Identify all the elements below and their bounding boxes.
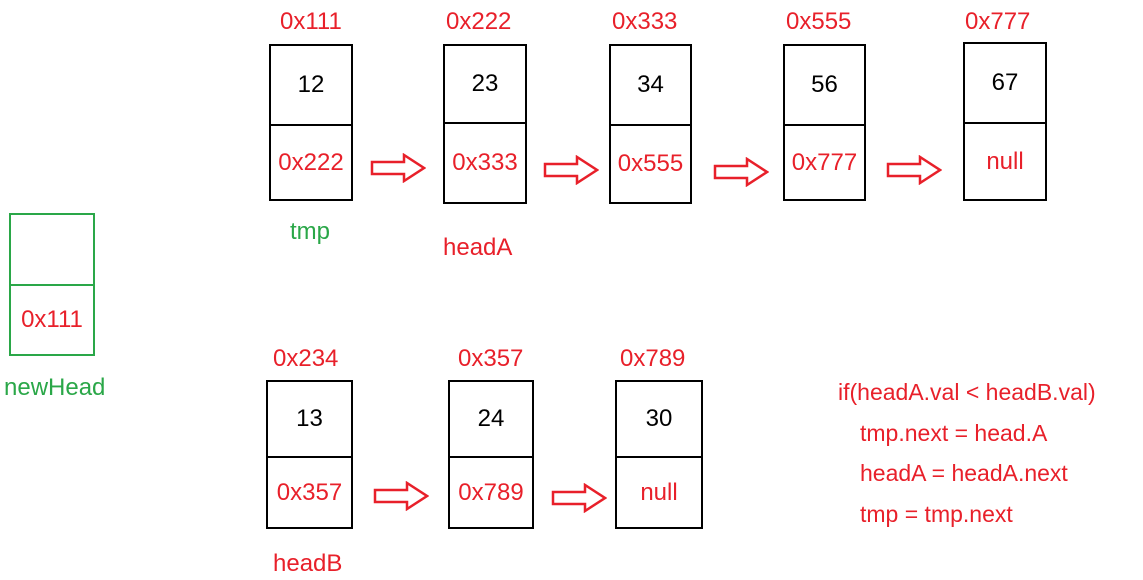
- node-next-pointer: null: [986, 147, 1024, 175]
- list-node: 12 0x222: [269, 44, 353, 201]
- code-line: tmp = tmp.next: [860, 501, 1013, 527]
- node-next-pointer: 0x789: [458, 478, 524, 506]
- node-address: 0x357: [458, 345, 524, 372]
- list-node: 56 0x777: [783, 44, 866, 201]
- node-next-pointer: 0x333: [452, 149, 518, 176]
- head-b-label: headB: [273, 550, 343, 577]
- list-node: 13 0x357: [266, 380, 353, 529]
- head-a-label: headA: [443, 234, 513, 261]
- node-value: 67: [991, 69, 1019, 96]
- node-next-pointer: null: [640, 478, 678, 506]
- node-value: 23: [471, 70, 499, 97]
- code-line: headA = headA.next: [860, 460, 1068, 486]
- tmp-label: tmp: [290, 218, 331, 245]
- node-value: 12: [297, 71, 325, 98]
- node-address: 0x777: [965, 8, 1031, 35]
- node-address: 0x234: [273, 345, 339, 372]
- arrow-icon: [551, 483, 607, 513]
- list-node: 67 null: [963, 42, 1047, 201]
- node-next-pointer: 0x777: [791, 148, 858, 176]
- list-node: 30 null: [615, 380, 703, 529]
- node-address: 0x555: [786, 8, 852, 35]
- new-head-node: 0x111: [9, 213, 95, 356]
- arrow-icon: [373, 481, 429, 511]
- new-head-label: newHead: [4, 374, 106, 401]
- list-node: 23 0x333: [443, 44, 527, 204]
- code-line: tmp.next = head.A: [860, 420, 1048, 446]
- node-value: 34: [637, 71, 664, 98]
- node-next-pointer: 0x357: [276, 478, 343, 506]
- node-address: 0x333: [612, 8, 678, 35]
- arrow-icon: [886, 155, 942, 185]
- arrow-icon: [713, 157, 769, 187]
- list-node: 34 0x555: [609, 44, 692, 204]
- new-head-next-pointer: 0x111: [21, 306, 83, 333]
- code-line: if(headA.val < headB.val): [838, 379, 1096, 405]
- node-next-pointer: 0x555: [617, 150, 684, 177]
- node-address: 0x222: [446, 8, 512, 35]
- node-value: 56: [811, 71, 838, 98]
- node-value: 24: [477, 405, 505, 432]
- arrow-icon: [370, 153, 426, 183]
- arrow-icon: [543, 155, 599, 185]
- list-node: 24 0x789: [448, 380, 534, 529]
- node-address: 0x111: [280, 8, 342, 35]
- node-value: 13: [296, 405, 323, 432]
- node-address: 0x789: [620, 345, 686, 372]
- node-next-pointer: 0x222: [278, 148, 344, 176]
- node-value: 30: [645, 405, 673, 432]
